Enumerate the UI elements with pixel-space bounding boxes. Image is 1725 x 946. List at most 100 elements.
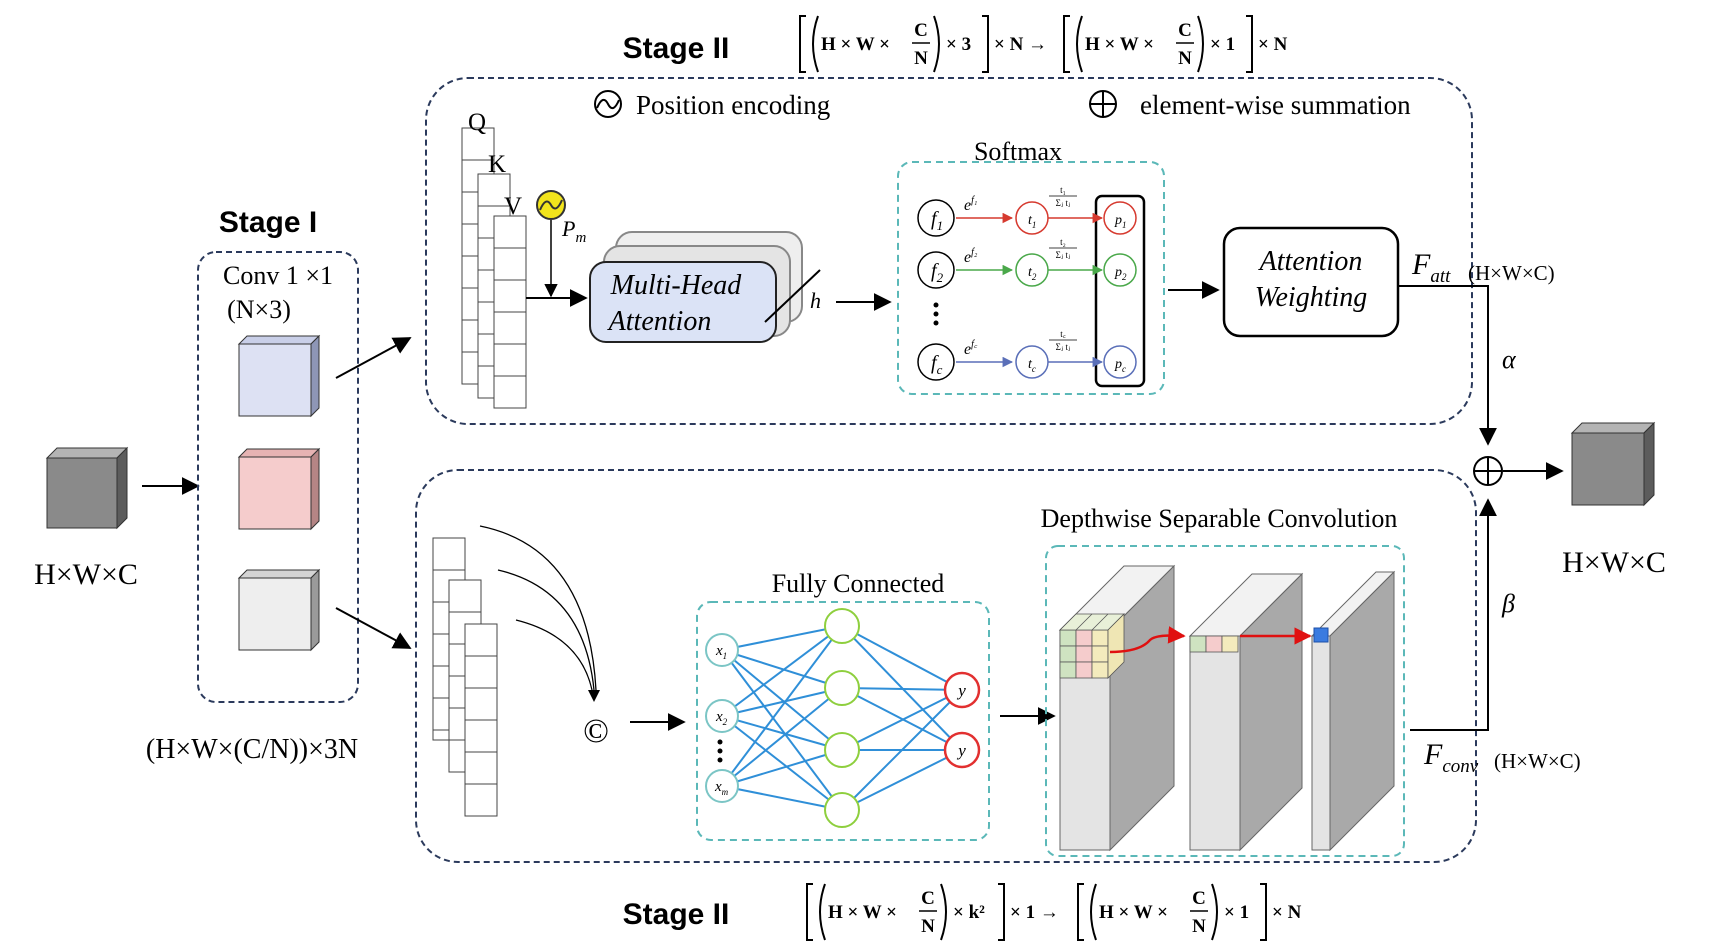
svg-text:× 1: × 1: [1210, 34, 1235, 55]
svg-text:pc: pc: [1114, 357, 1126, 374]
dsc-box: [1045, 545, 1405, 857]
stage2-bottom-title: Stage II: [623, 898, 730, 931]
softmax-row-1: f1 ef₁ t1 t₁ Σⱼ tⱼ p1: [917, 185, 1137, 237]
output-dims: H×W×C: [1562, 546, 1666, 579]
sum-operator-icon: [1473, 456, 1503, 486]
v-stack: [493, 215, 527, 409]
svg-text:t₁: t₁: [1060, 185, 1066, 195]
softmax-output-column: [1094, 194, 1146, 388]
stage2-bottom-box: [415, 469, 1477, 863]
svg-text:× N: × N: [1272, 902, 1302, 923]
k-label: K: [488, 151, 506, 178]
stage1-cube-pink: [237, 447, 321, 531]
fc-input-ellipsis: [717, 739, 723, 763]
stage1-conv-size: (N×3): [227, 295, 291, 324]
stage1-cube-blue: [237, 334, 321, 418]
split-stacks: [432, 537, 498, 817]
attention-weighting-line2: Weighting: [1255, 282, 1368, 313]
legend-position-encoding: Position encoding: [636, 90, 830, 120]
svg-text:y: y: [956, 741, 966, 760]
arrow-stage1-to-bottom: [335, 607, 412, 649]
concat-symbol: ©: [583, 713, 609, 750]
attention-weighting-box: [1222, 226, 1400, 338]
mha-block: [589, 231, 821, 343]
svg-text:t꜀: t꜀: [1060, 329, 1066, 339]
svg-text:N: N: [1178, 48, 1192, 69]
softmax-box: [897, 161, 1165, 395]
svg-text:× N: × N: [1258, 34, 1288, 55]
heads-label: h: [810, 288, 821, 313]
svg-text:× 3: × 3: [946, 34, 971, 55]
mha-label-line2: Attention: [607, 306, 712, 337]
position-encoding-icon: [594, 90, 622, 118]
stage1-cube-white: [237, 568, 321, 652]
svg-text:ef₂: ef₂: [964, 247, 978, 266]
svg-text:x2: x2: [715, 709, 728, 727]
fc-input-node-2: x2: [705, 699, 739, 733]
fc-input-node-m: xm: [705, 769, 739, 803]
svg-text:p1: p1: [1114, 213, 1127, 230]
stage2-top-formula: H × W × C N × 3 × N → H × W × C N × 1 × …: [799, 15, 1288, 73]
alpha-label: α: [1502, 345, 1517, 374]
svg-text:N: N: [921, 916, 935, 937]
dsc-title: Depthwise Separable Convolution: [1041, 504, 1398, 533]
svg-text:N: N: [914, 48, 928, 69]
svg-text:H × W ×: H × W ×: [821, 34, 890, 55]
attention-weighting-line1: Attention: [1258, 246, 1363, 277]
fc-title: Fully Connected: [772, 569, 945, 598]
output-cube: [1570, 421, 1656, 507]
svg-text:x1: x1: [715, 643, 727, 661]
svg-text:y: y: [956, 681, 966, 700]
element-wise-sum-icon: [1089, 90, 1117, 118]
svg-text:× N →: × N →: [994, 34, 1047, 55]
concat-arrowhead: [588, 690, 600, 702]
input-cube: [45, 446, 129, 530]
stage1-conv-label: Conv 1 ×1: [223, 261, 333, 290]
dsc-slab-3: [1310, 570, 1396, 852]
svg-text:H × W ×: H × W ×: [1099, 902, 1168, 923]
fc-edges: [721, 625, 963, 811]
svg-text:× 1: × 1: [1224, 902, 1249, 923]
fc-hidden-nodes: [824, 608, 860, 828]
svg-text:fc: fc: [931, 352, 943, 377]
svg-text:ef₁: ef₁: [964, 195, 977, 214]
svg-text:ef꜀: ef꜀: [964, 339, 978, 358]
softmax-ellipsis: [933, 302, 939, 326]
svg-text:xm: xm: [714, 779, 729, 797]
dsc-slab-1: [1058, 564, 1176, 852]
svg-text:t2: t2: [1028, 265, 1037, 282]
input-dims: H×W×C: [34, 558, 138, 591]
svg-text:C: C: [921, 888, 935, 909]
svg-text:p2: p2: [1114, 265, 1127, 282]
arrow-conv-to-sum: [1410, 498, 1497, 731]
concat-curves: [479, 525, 597, 691]
fc-box: [696, 601, 990, 841]
pos-label: Pm: [561, 216, 586, 246]
fc-input-node-1: x1: [705, 633, 739, 667]
split-dims: (H×W×(C/N))×3N: [146, 734, 358, 765]
svg-text:C: C: [914, 20, 928, 41]
svg-text:Σⱼ tⱼ: Σⱼ tⱼ: [1056, 342, 1071, 352]
svg-text:H × W ×: H × W ×: [828, 902, 897, 923]
svg-text:f2: f2: [931, 260, 944, 285]
arrow-att-to-sum: [1398, 285, 1497, 446]
svg-text:× k²: × k²: [953, 902, 985, 923]
position-embedding-icon: [536, 190, 566, 220]
f-att-label: Fatt: [1411, 248, 1451, 287]
svg-text:t₂: t₂: [1060, 237, 1066, 247]
stage2-top-box: [425, 77, 1473, 425]
stage1-box: [197, 251, 359, 703]
f-att-dims: (H×W×C): [1468, 261, 1555, 285]
svg-text:H × W ×: H × W ×: [1085, 34, 1154, 55]
stage1-title: Stage I: [219, 206, 317, 239]
svg-text:f1: f1: [931, 208, 943, 233]
stage2-bottom-formula: H × W × C N × k² × 1 → H × W × C N × 1 ×…: [806, 883, 1302, 941]
svg-text:t1: t1: [1028, 213, 1036, 230]
stage2-top-title: Stage II: [623, 32, 730, 65]
f-conv-dims: (H×W×C): [1494, 749, 1581, 773]
svg-text:tc: tc: [1028, 357, 1036, 374]
svg-text:Σⱼ tⱼ: Σⱼ tⱼ: [1056, 198, 1071, 208]
svg-text:Σⱼ tⱼ: Σⱼ tⱼ: [1056, 250, 1071, 260]
q-label: Q: [468, 109, 486, 136]
